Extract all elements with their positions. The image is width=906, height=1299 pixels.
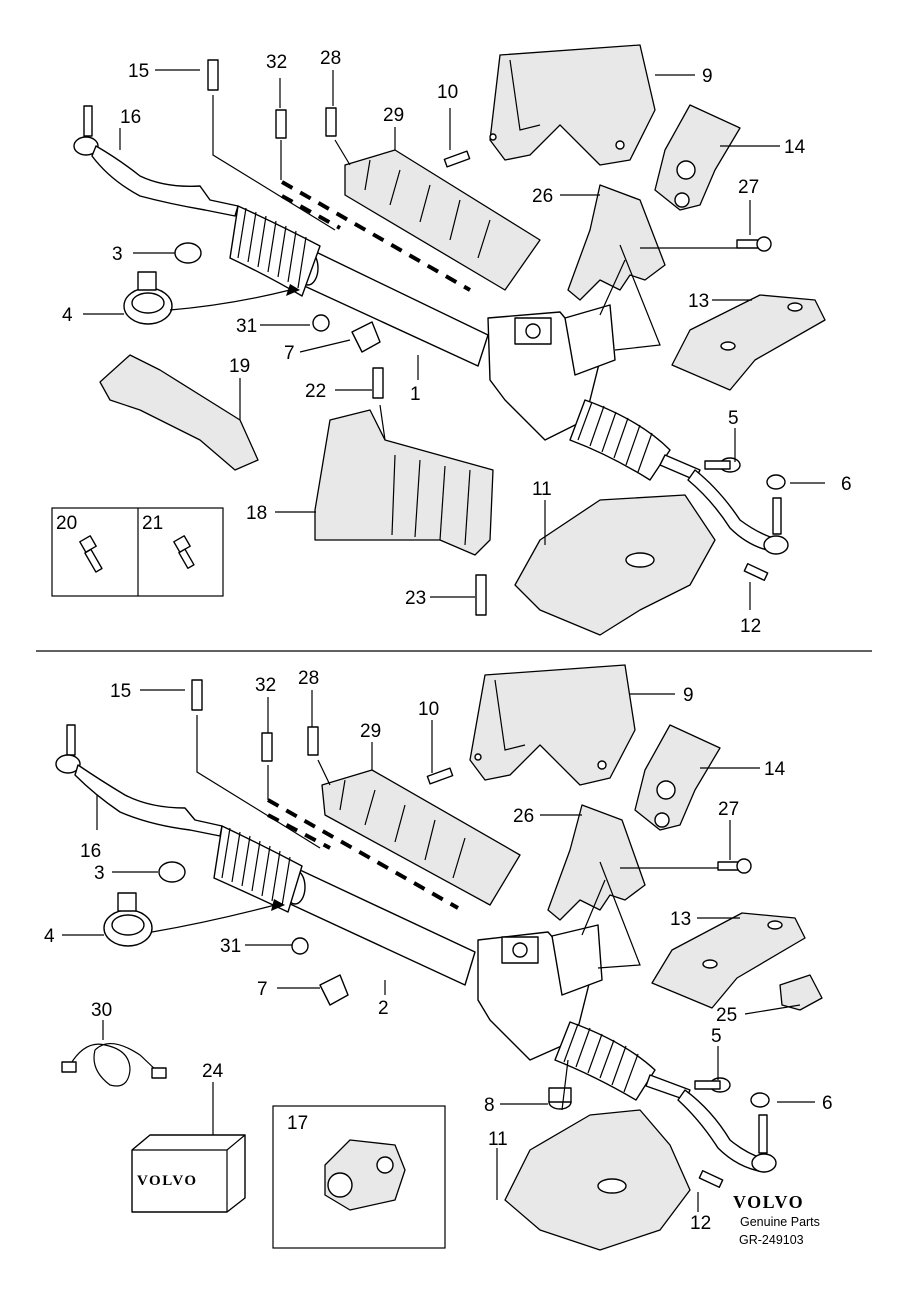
steering-rack-2 xyxy=(213,825,777,1173)
bracket-11 xyxy=(514,494,716,636)
callout-14: 14 xyxy=(784,137,806,158)
bracket-14 xyxy=(654,104,741,211)
callout-26-b: 26 xyxy=(513,806,534,827)
clip-25 xyxy=(779,974,823,1011)
callout-28: 28 xyxy=(320,48,341,69)
heat-shield-9 xyxy=(489,44,656,166)
callout-6-b: 6 xyxy=(822,1093,833,1114)
callout-32-b: 32 xyxy=(255,675,276,696)
callouts-bottom: 15 32 28 10 9 29 14 26 27 16 3 13 4 31 2… xyxy=(44,668,833,1234)
cable-30 xyxy=(61,1043,167,1087)
shield-26-b xyxy=(547,804,646,921)
callout-26: 26 xyxy=(532,186,553,207)
heat-shield-29 xyxy=(281,149,541,292)
plate-13 xyxy=(671,294,826,391)
leaders-bottom xyxy=(62,689,815,1212)
callout-15: 15 xyxy=(128,61,149,82)
callout-27-b: 27 xyxy=(718,799,739,820)
bottom-diagram: VOLVO xyxy=(44,664,833,1251)
steering-rack xyxy=(229,205,789,555)
callout-16-b: 16 xyxy=(80,841,101,862)
tie-rod-left xyxy=(73,105,239,217)
callout-18: 18 xyxy=(246,503,267,524)
footer-subtitle: Genuine Parts xyxy=(740,1215,820,1229)
callout-22: 22 xyxy=(305,381,326,402)
callout-29-b: 29 xyxy=(360,721,381,742)
callout-30: 30 xyxy=(91,1000,112,1021)
callout-3: 3 xyxy=(112,244,123,265)
callout-6: 6 xyxy=(841,474,852,495)
callout-10: 10 xyxy=(437,82,458,103)
callout-17: 17 xyxy=(287,1113,308,1134)
shield-26 xyxy=(567,184,666,301)
callouts-top: 15 32 28 29 10 9 14 16 26 27 3 13 4 31 7… xyxy=(56,48,852,637)
callout-13-b: 13 xyxy=(670,909,691,930)
callout-19: 19 xyxy=(229,356,250,377)
top-diagram: 15 32 28 29 10 9 14 16 26 27 3 13 4 31 7… xyxy=(51,44,852,637)
footer-branding: VOLVO Genuine Parts GR-249103 xyxy=(733,1192,820,1247)
plate-13-b xyxy=(651,912,806,1009)
heat-shield-9-b xyxy=(469,664,636,786)
box-24: VOLVO xyxy=(131,1134,246,1213)
callout-31-b: 31 xyxy=(220,936,241,957)
callout-16: 16 xyxy=(120,107,141,128)
bracket-14-b xyxy=(634,724,721,831)
callout-7: 7 xyxy=(284,343,295,364)
callout-11: 11 xyxy=(532,479,552,500)
callout-15-b: 15 xyxy=(110,681,131,702)
callout-5-b: 5 xyxy=(711,1026,722,1047)
callout-5: 5 xyxy=(728,408,739,429)
bolt-boxes xyxy=(51,507,224,597)
callout-9-b: 9 xyxy=(683,685,694,706)
callout-12-b: 12 xyxy=(690,1213,711,1234)
callout-4: 4 xyxy=(62,305,73,326)
callout-32: 32 xyxy=(266,52,287,73)
callout-8: 8 xyxy=(484,1095,495,1116)
callout-23: 23 xyxy=(405,588,426,609)
callout-31: 31 xyxy=(236,316,257,337)
small-parts-top xyxy=(123,59,786,616)
callout-11-b: 11 xyxy=(488,1129,508,1150)
small-parts-bottom xyxy=(103,679,770,1188)
callout-12: 12 xyxy=(740,616,761,637)
callout-3-b: 3 xyxy=(94,863,105,884)
callout-1: 1 xyxy=(410,384,421,405)
callout-4-b: 4 xyxy=(44,926,55,947)
callout-9: 9 xyxy=(702,66,713,87)
leaders-top xyxy=(83,69,825,610)
callout-20: 20 xyxy=(56,513,77,534)
bracket-19 xyxy=(99,354,259,471)
callout-21: 21 xyxy=(142,513,163,534)
footer-brand: VOLVO xyxy=(733,1192,804,1212)
callout-13: 13 xyxy=(688,291,709,312)
heat-shield-29-b xyxy=(267,769,521,910)
shield-18 xyxy=(314,409,494,556)
callout-25: 25 xyxy=(716,1005,737,1026)
callout-27: 27 xyxy=(738,177,759,198)
callout-28-b: 28 xyxy=(298,668,319,689)
callout-24: 24 xyxy=(202,1061,224,1082)
callout-29: 29 xyxy=(383,105,404,126)
bracket-11-b xyxy=(504,1109,691,1251)
footer-code: GR-249103 xyxy=(739,1233,804,1247)
callout-14-b: 14 xyxy=(764,759,786,780)
callout-10-b: 10 xyxy=(418,699,439,720)
callout-2: 2 xyxy=(378,998,389,1019)
box-17 xyxy=(272,1105,446,1249)
box-brand-label: VOLVO xyxy=(137,1173,198,1189)
callout-7-b: 7 xyxy=(257,979,268,1000)
